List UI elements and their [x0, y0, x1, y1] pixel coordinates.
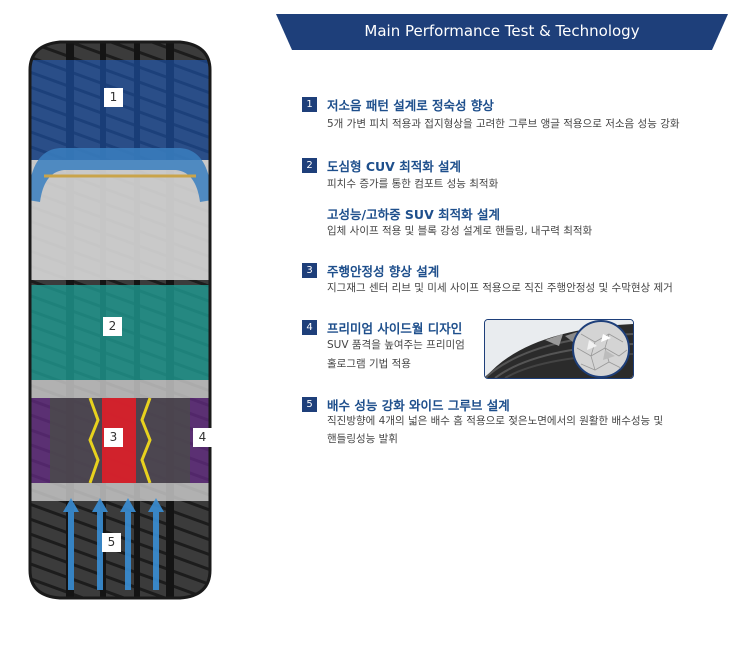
feature-desc-line-2: 홀로그램 기법 적용 [327, 358, 411, 370]
feature-title: 주행안정성 향상 설계 [327, 264, 440, 279]
drainage-arrows [63, 498, 164, 590]
tire-label-2: 2 [103, 317, 122, 336]
feature-desc: 피치수 증가를 통한 컴포트 성능 최적화 [327, 178, 499, 190]
feature-number: 1 [302, 97, 317, 112]
feature-subtitle: 고성능/고하중 SUV 최적화 설계 [327, 207, 500, 222]
sidewall-hologram-image [484, 319, 634, 379]
feature-number: 3 [302, 263, 317, 278]
tire-label-3: 3 [104, 428, 123, 447]
tire-label-1: 1 [104, 88, 123, 107]
header-banner: Main Performance Test & Technology [276, 14, 728, 50]
feature-title: 도심형 CUV 최적화 설계 [327, 159, 462, 174]
feature-title: 저소음 패턴 설계로 정숙성 향상 [327, 98, 494, 113]
feature-subdesc: 입체 사이프 적용 및 블록 강성 설계로 핸들링, 내구력 최적화 [327, 225, 593, 237]
feature-title: 프리미엄 사이드월 디자인 [327, 321, 463, 336]
feature-number: 4 [302, 320, 317, 335]
feature-desc: 지그재그 센터 리브 및 미세 사이프 적용으로 직진 주행안정성 및 수막현상… [327, 282, 673, 294]
feature-desc-line-1: 직진방향에 4개의 넓은 배수 홈 적용으로 젖은노면에서의 원활한 배수성능 … [327, 415, 664, 427]
page-title: Main Performance Test & Technology [364, 22, 640, 40]
feature-desc-line-1: SUV 품격을 높여주는 프리미엄 [327, 339, 465, 351]
feature-number: 5 [302, 397, 317, 412]
tire-label-4: 4 [193, 428, 212, 447]
cross-section [30, 148, 210, 202]
feature-desc: 5개 가변 피치 적용과 접지형상을 고려한 그루브 앵글 적용으로 저소음 성… [327, 118, 680, 130]
feature-title: 배수 성능 강화 와이드 그루브 설계 [327, 398, 510, 413]
tire-label-5: 5 [102, 533, 121, 552]
feature-number: 2 [302, 158, 317, 173]
feature-desc-line-2: 핸들링성능 발휘 [327, 433, 398, 445]
zone-1-overlay [30, 60, 210, 160]
